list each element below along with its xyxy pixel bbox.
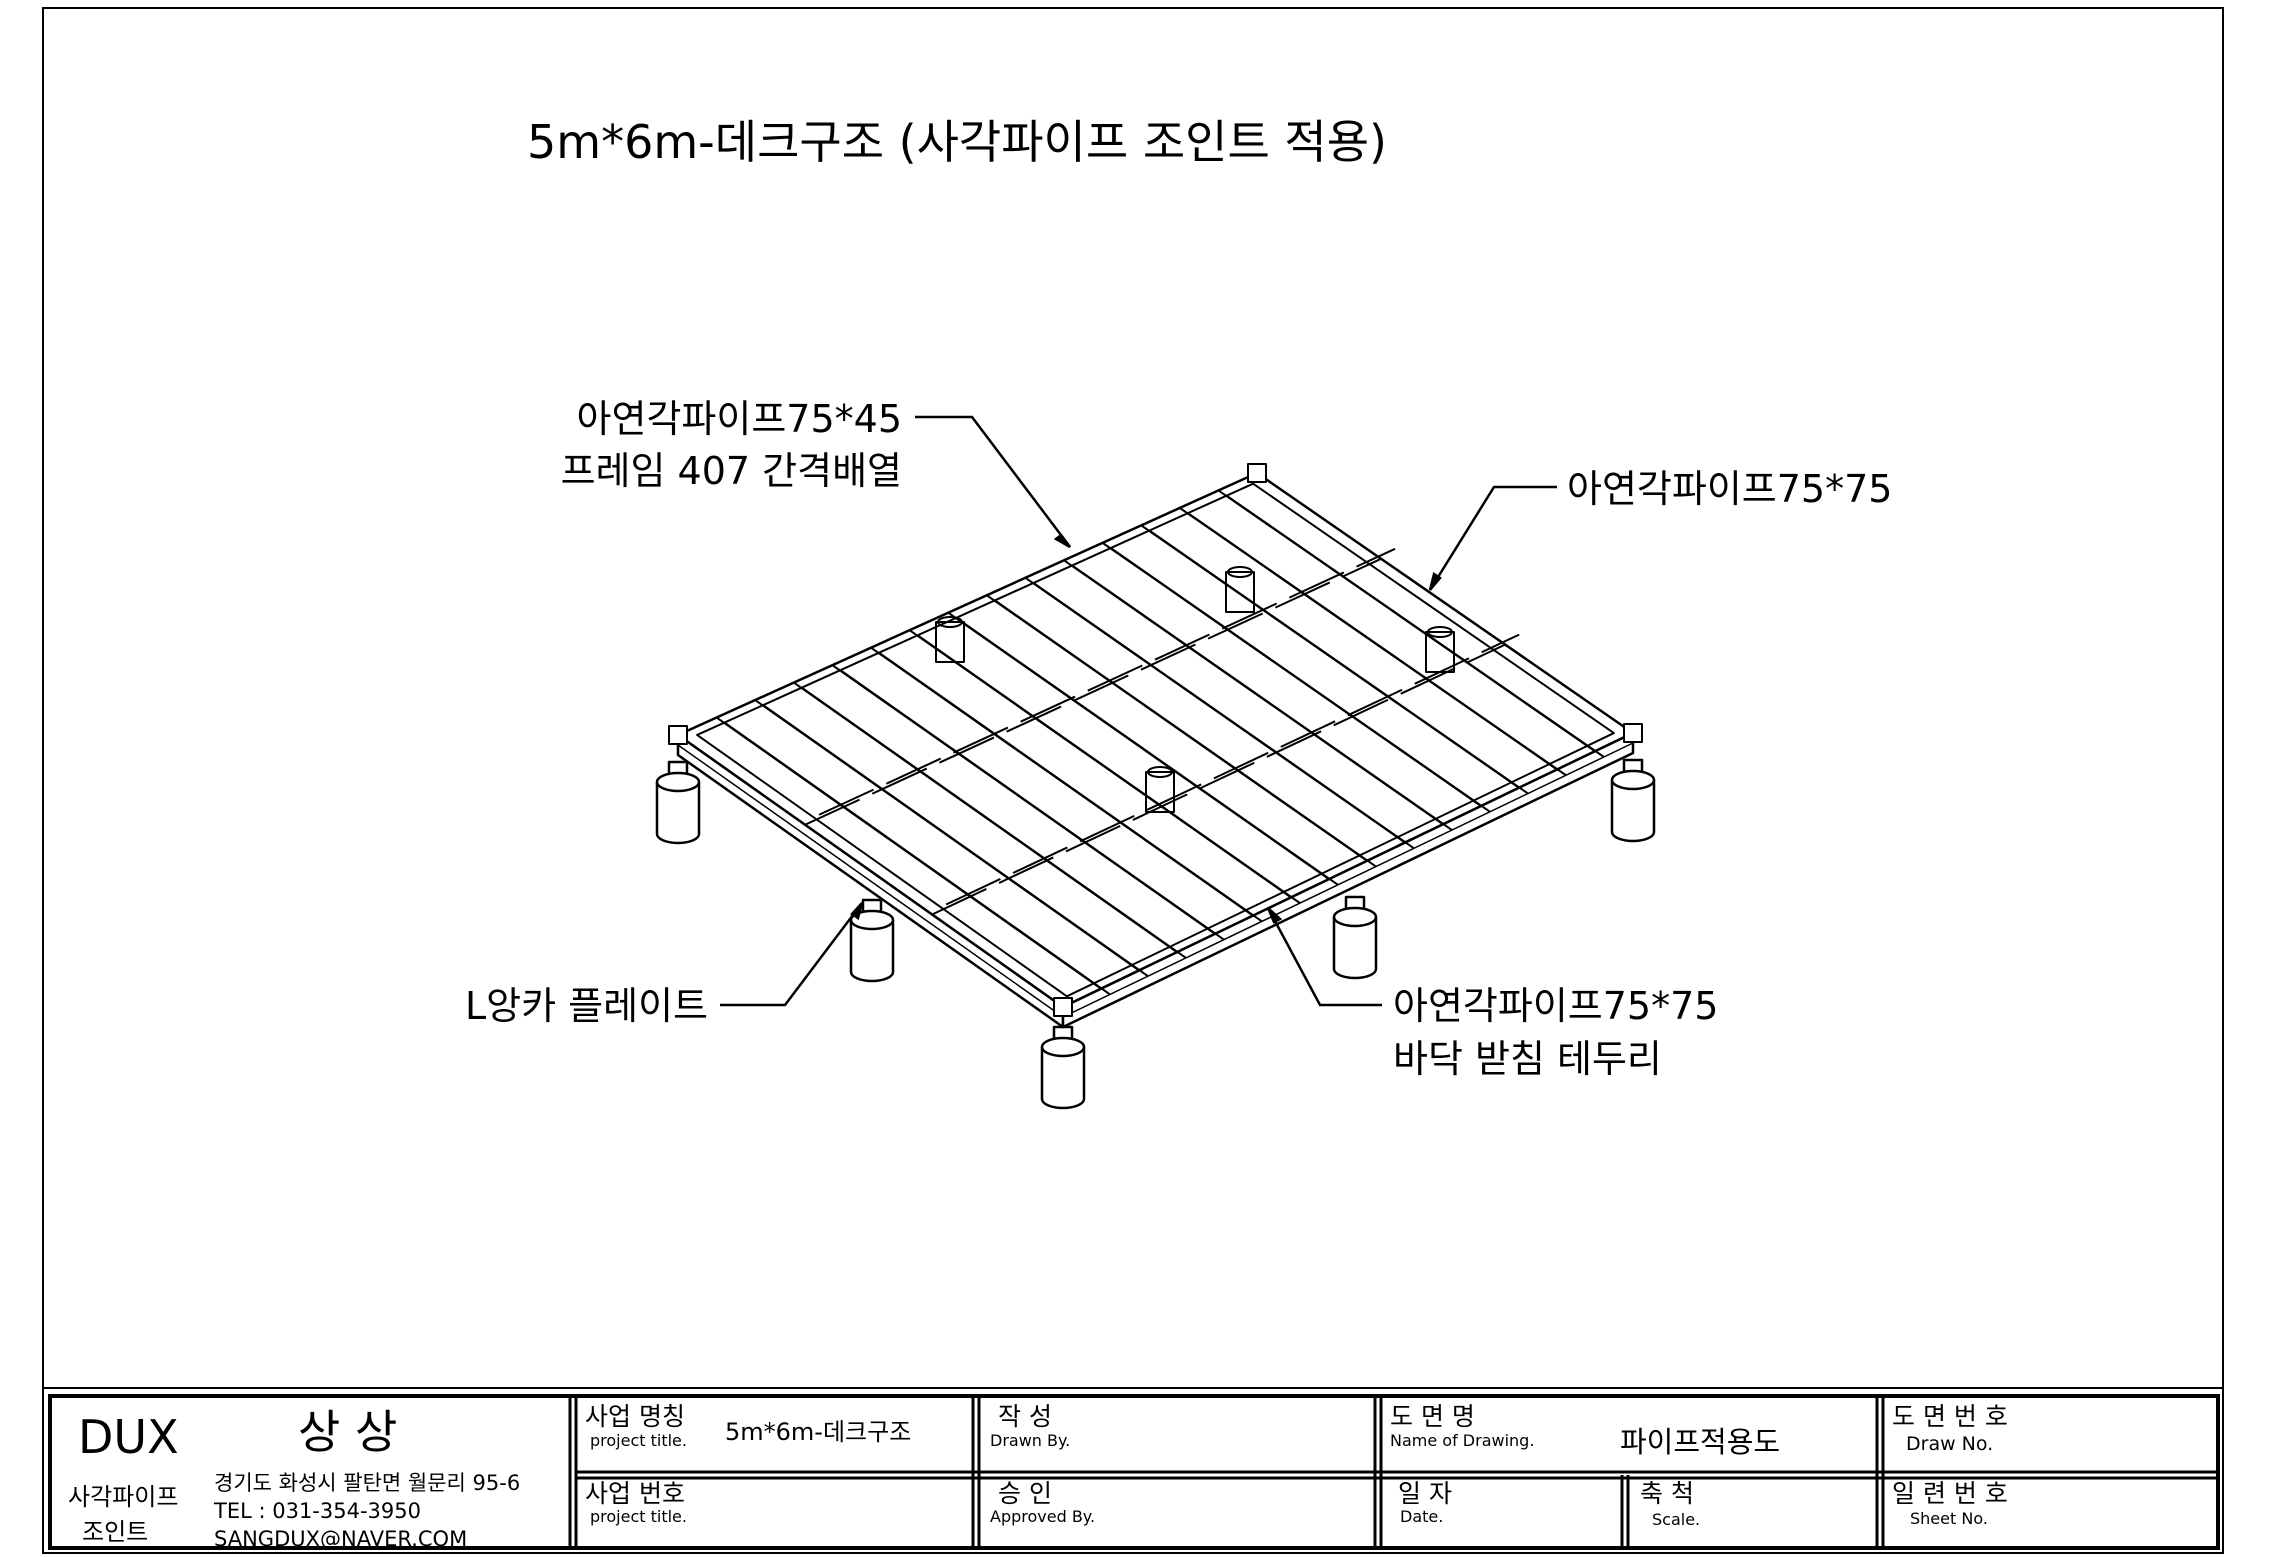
cross-beam-edge-b xyxy=(945,633,1520,906)
company-sub1: 사각파이프 xyxy=(68,1483,178,1511)
company-email: SANGDUX@NAVER.COM xyxy=(214,1527,467,1551)
sheet-no-label: 일 련 번 호 xyxy=(1892,1479,2008,1508)
frame-front-right-edge xyxy=(1062,742,1634,1018)
company-logo: DUX xyxy=(78,1410,179,1464)
joist-edge-b xyxy=(917,634,1301,904)
company-tel: TEL : 031-354-3950 xyxy=(213,1499,421,1523)
footing-top xyxy=(1040,1036,1086,1058)
cross-beam-edge-b xyxy=(818,547,1396,816)
corner-joint xyxy=(1053,997,1073,1017)
joist-edge-b xyxy=(995,600,1377,868)
drawn-by-label: 작 성 xyxy=(998,1402,1052,1431)
cross-beam-edge-a xyxy=(804,557,1382,826)
drawing-name-sub: Name of Drawing. xyxy=(1390,1431,1534,1450)
leader-base-pipe xyxy=(1266,907,1382,1007)
arrow-anchor-plate xyxy=(850,902,864,921)
joist-edge-b xyxy=(840,669,1225,941)
callout-edge-pipe: 아연각파이프75*75 xyxy=(1567,467,1892,511)
callout-frame-pipe-line2: 프레임 407 간격배열 xyxy=(561,449,902,493)
callout-frame-pipe-line1: 아연각파이프75*45 xyxy=(577,397,902,441)
cross-beam-edge-a xyxy=(931,643,1506,916)
joist-edge-b xyxy=(1226,495,1605,758)
arrow-base-pipe xyxy=(1266,907,1283,924)
sheet-no-sub: Sheet No. xyxy=(1910,1509,1988,1528)
joist-edge-b xyxy=(763,704,1149,977)
joist-edge-b xyxy=(1110,547,1491,813)
leader-anchor-plate xyxy=(720,902,863,1007)
drawing-title: 5m*6m-데크구조 (사각파이프 조인트 적용) xyxy=(527,115,1387,169)
frame-front-left-edge xyxy=(677,744,1064,1018)
scale-sub: Scale. xyxy=(1652,1510,1700,1529)
inner-support-top xyxy=(1227,566,1253,578)
footing-cylinder xyxy=(1040,1047,1086,1110)
project-name-value: 5m*6m-데크구조 xyxy=(725,1418,911,1446)
company-sub2: 조인트 xyxy=(82,1518,148,1546)
inner-support xyxy=(935,621,965,663)
deck-inner-frame xyxy=(696,482,1615,998)
inner-support xyxy=(1145,771,1175,813)
project-name-label: 사업 명칭 xyxy=(585,1402,685,1431)
project-name-sub: project title. xyxy=(590,1431,687,1450)
inner-support xyxy=(1225,571,1255,613)
joist-edge-b xyxy=(1188,512,1567,776)
leader-lines xyxy=(720,415,1557,1007)
inner-support-top xyxy=(1147,766,1173,778)
footing-cylinder xyxy=(849,920,895,983)
scale-label: 축 척 xyxy=(1640,1479,1694,1508)
inner-support-top xyxy=(1427,626,1453,638)
joist-edge-b xyxy=(956,617,1339,886)
footing-top xyxy=(849,909,895,931)
project-no-sub: project title. xyxy=(590,1507,687,1526)
drawing-name-label: 도 면 명 xyxy=(1390,1402,1475,1431)
project-no-label: 사업 번호 xyxy=(585,1479,685,1508)
company-address: 경기도 화성시 팔탄면 월문리 95-6 xyxy=(214,1471,520,1495)
draw-no-sub: Draw No. xyxy=(1906,1433,1993,1455)
leader-edge-pipe xyxy=(1428,485,1557,591)
joist-edge-b xyxy=(802,687,1187,959)
draw-no-label: 도 면 번 호 xyxy=(1892,1402,2008,1431)
footing-top xyxy=(1610,769,1656,791)
footing-cylinder xyxy=(1332,917,1378,980)
footing-cylinder xyxy=(655,782,701,845)
joist-edge-b xyxy=(1149,530,1529,795)
footing-top xyxy=(1332,906,1378,928)
approved-by-sub: Approved By. xyxy=(990,1507,1095,1526)
sheet-border xyxy=(42,7,2224,1554)
company-name: 상 상 xyxy=(298,1405,397,1459)
corner-joint xyxy=(668,725,688,745)
corner-joint xyxy=(1247,463,1267,483)
callout-base-pipe-line2: 바닥 받침 테두리 xyxy=(1393,1037,1662,1081)
joist-edge-b xyxy=(724,722,1111,996)
footing-top xyxy=(655,771,701,793)
date-sub: Date. xyxy=(1400,1507,1443,1526)
joist-edge-b xyxy=(879,652,1263,923)
approved-by-label: 승 인 xyxy=(998,1479,1052,1508)
leader-frame-pipe xyxy=(915,415,1071,548)
title-block xyxy=(43,1387,2223,1550)
date-label: 일 자 xyxy=(1398,1479,1452,1508)
callout-anchor-plate: L앙카 플레이트 xyxy=(465,984,708,1028)
drawing-name-value: 파이프적용도 xyxy=(1620,1425,1780,1459)
drawn-by-sub: Drawn By. xyxy=(990,1431,1070,1450)
joist-edge-b xyxy=(1033,582,1415,850)
deck-outer-frame xyxy=(676,471,1635,1009)
corner-joint xyxy=(1623,723,1643,743)
arrow-edge-pipe xyxy=(1428,571,1442,591)
arrow-frame-pipe xyxy=(1053,533,1071,549)
joist-edge-b xyxy=(1072,565,1453,831)
deck-structure-drawing xyxy=(655,463,1656,1110)
callout-base-pipe-line1: 아연각파이프75*75 xyxy=(1393,984,1718,1028)
footing-cylinder xyxy=(1610,780,1656,843)
